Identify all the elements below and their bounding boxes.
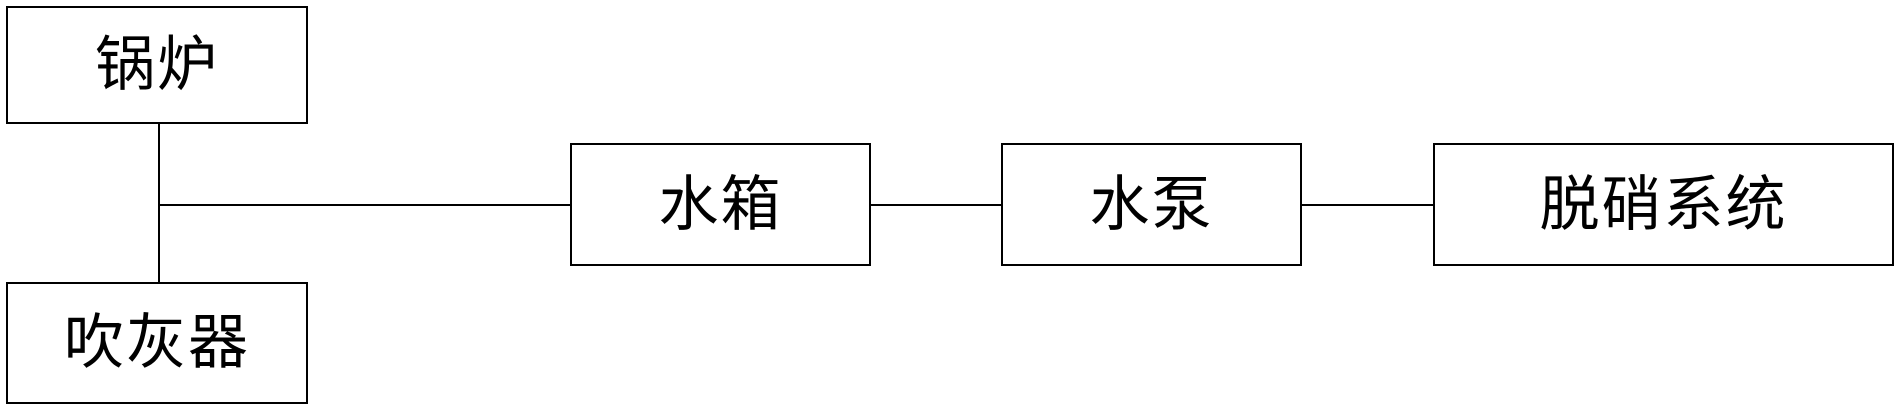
denitration-system-label: 脱硝系统 (1539, 169, 1788, 240)
denitration-system-box: 脱硝系统 (1433, 143, 1894, 266)
boiler-label: 锅炉 (95, 30, 219, 100)
connector-pump-denitration (1302, 204, 1433, 206)
soot-blower-label: 吹灰器 (64, 308, 250, 378)
water-tank-label: 水箱 (658, 169, 783, 240)
water-pump-box: 水泵 (1001, 143, 1302, 266)
water-pump-label: 水泵 (1089, 169, 1214, 240)
connector-tank-pump (871, 204, 1001, 206)
connector-to-water-tank (159, 204, 570, 206)
connector-boiler-soot-blower (158, 124, 160, 282)
boiler-box: 锅炉 (6, 6, 308, 124)
soot-blower-box: 吹灰器 (6, 282, 308, 404)
water-tank-box: 水箱 (570, 143, 871, 266)
